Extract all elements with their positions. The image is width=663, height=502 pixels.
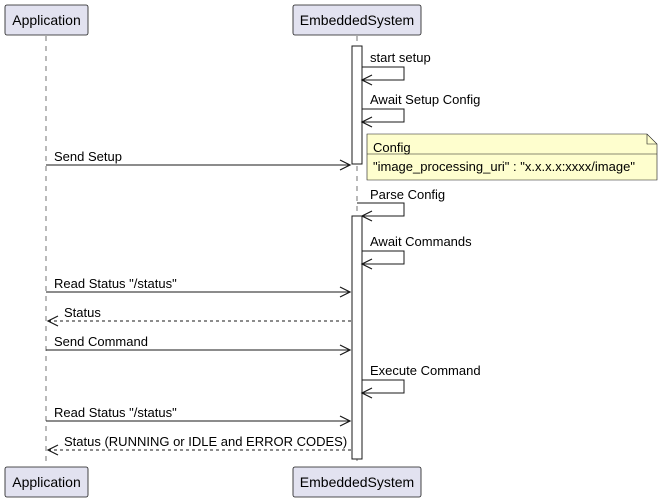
note-title: Config bbox=[373, 140, 411, 155]
participant-application-label: Application bbox=[12, 12, 81, 28]
participant-application-label: Application bbox=[12, 474, 81, 490]
message-await-setup-config: Await Setup Config bbox=[360, 92, 480, 128]
message-execute-command: Execute Command bbox=[360, 363, 481, 399]
participant-embedded-system-top: EmbeddedSystem bbox=[292, 4, 422, 36]
note-body-text: "image_processing_uri" : "x.x.x.x:xxxx/i… bbox=[373, 159, 635, 174]
activation-bar-setup bbox=[351, 45, 363, 165]
message-status-2: Status (RUNNING or IDLE and ERROR CODES) bbox=[46, 434, 351, 456]
message-await-commands: Await Commands bbox=[360, 234, 472, 270]
message-label: Execute Command bbox=[370, 363, 481, 378]
message-label: start setup bbox=[370, 50, 431, 65]
message-send-command: Send Command bbox=[46, 334, 352, 356]
message-start-setup: start setup bbox=[360, 50, 431, 86]
message-read-status-1: Read Status "/status" bbox=[46, 276, 352, 298]
message-label: Send Command bbox=[54, 334, 148, 349]
message-label: Status bbox=[64, 305, 101, 320]
participant-embedded-system-label: EmbeddedSystem bbox=[300, 12, 414, 28]
message-read-status-2: Read Status "/status" bbox=[46, 405, 352, 427]
message-label: Read Status "/status" bbox=[54, 276, 177, 291]
activation-bar-commands bbox=[351, 215, 363, 460]
message-label: Await Setup Config bbox=[370, 92, 480, 107]
message-label: Status (RUNNING or IDLE and ERROR CODES) bbox=[64, 434, 347, 449]
message-status-1: Status bbox=[46, 305, 351, 327]
message-parse-config: Parse Config bbox=[357, 187, 445, 222]
config-note: Config "image_processing_uri" : "x.x.x.x… bbox=[366, 133, 658, 181]
message-label: Read Status "/status" bbox=[54, 405, 177, 420]
message-label: Send Setup bbox=[54, 149, 122, 164]
participant-embedded-system-bottom: EmbeddedSystem bbox=[292, 466, 422, 498]
participant-application-bottom: Application bbox=[4, 466, 89, 498]
participant-embedded-system-label: EmbeddedSystem bbox=[300, 474, 414, 490]
message-send-setup: Send Setup bbox=[46, 149, 352, 171]
message-label: Await Commands bbox=[370, 234, 472, 249]
message-label: Parse Config bbox=[370, 187, 445, 202]
participant-application-top: Application bbox=[4, 4, 89, 36]
